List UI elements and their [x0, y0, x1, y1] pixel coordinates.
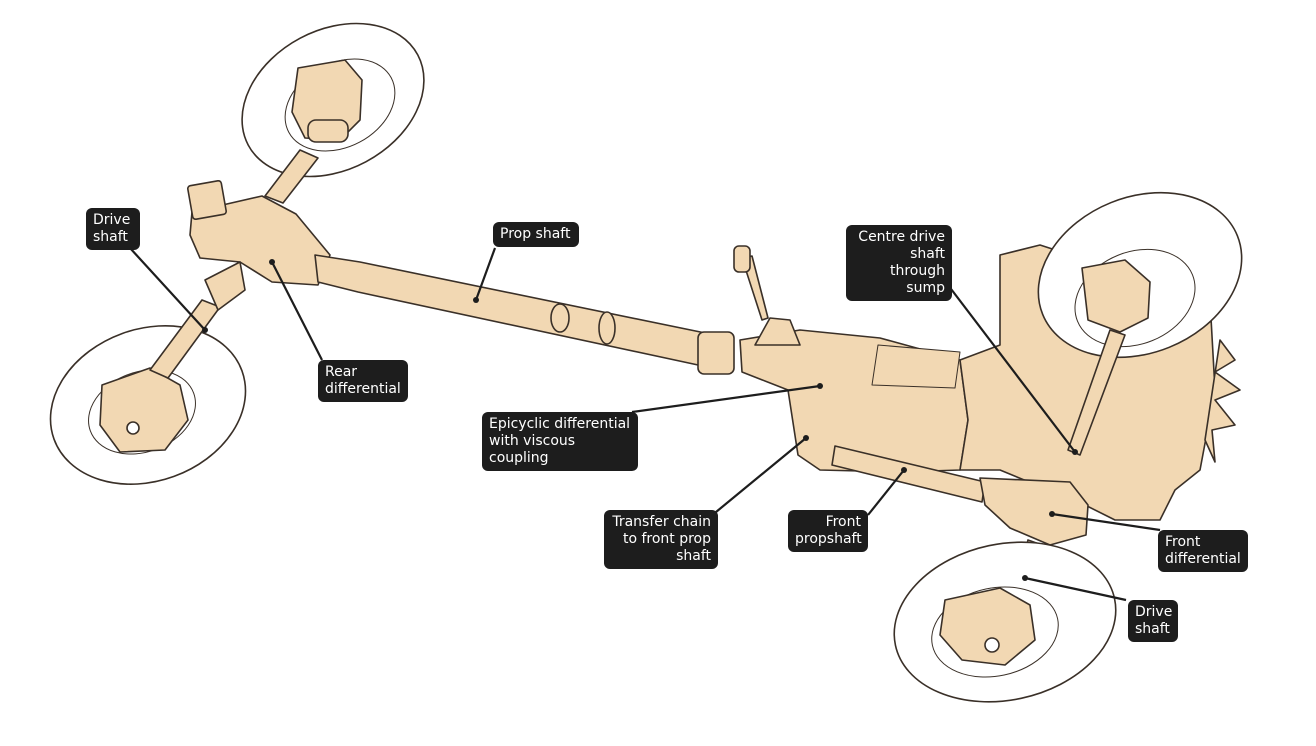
rear-differential-housing [189, 195, 331, 286]
prop-shaft [314, 254, 716, 369]
rear-wheel-left [49, 325, 247, 485]
leader-dots [202, 259, 1078, 581]
label-drive-shaft-front: Drive shaft [1128, 600, 1178, 642]
label-prop-shaft: Prop shaft [493, 222, 579, 247]
label-front-propshaft: Front propshaft [788, 510, 868, 552]
front-wheel-right [1037, 191, 1243, 359]
centre-drive-shaft [1067, 329, 1126, 456]
rear-drive-shaft-upper [264, 149, 319, 204]
rear-wheel-top [241, 22, 425, 178]
label-transfer-chain: Transfer chain to front prop shaft [604, 510, 718, 569]
radiator-fan [1204, 339, 1241, 463]
front-differential-housing [979, 477, 1089, 546]
label-centre-drive-shaft: Centre drive shaft through sump [846, 225, 952, 301]
label-epicyclic-differential: Epicyclic differential with viscous coup… [482, 412, 638, 471]
rear-drive-shaft-lower [149, 299, 221, 379]
label-rear-differential: Rear differential [318, 360, 408, 402]
front-propshaft [831, 445, 986, 503]
front-wheel-left [893, 541, 1117, 703]
label-front-differential: Front differential [1158, 530, 1248, 572]
leader-lines [129, 247, 1161, 602]
label-drive-shaft-rear: Drive shaft [86, 208, 140, 250]
